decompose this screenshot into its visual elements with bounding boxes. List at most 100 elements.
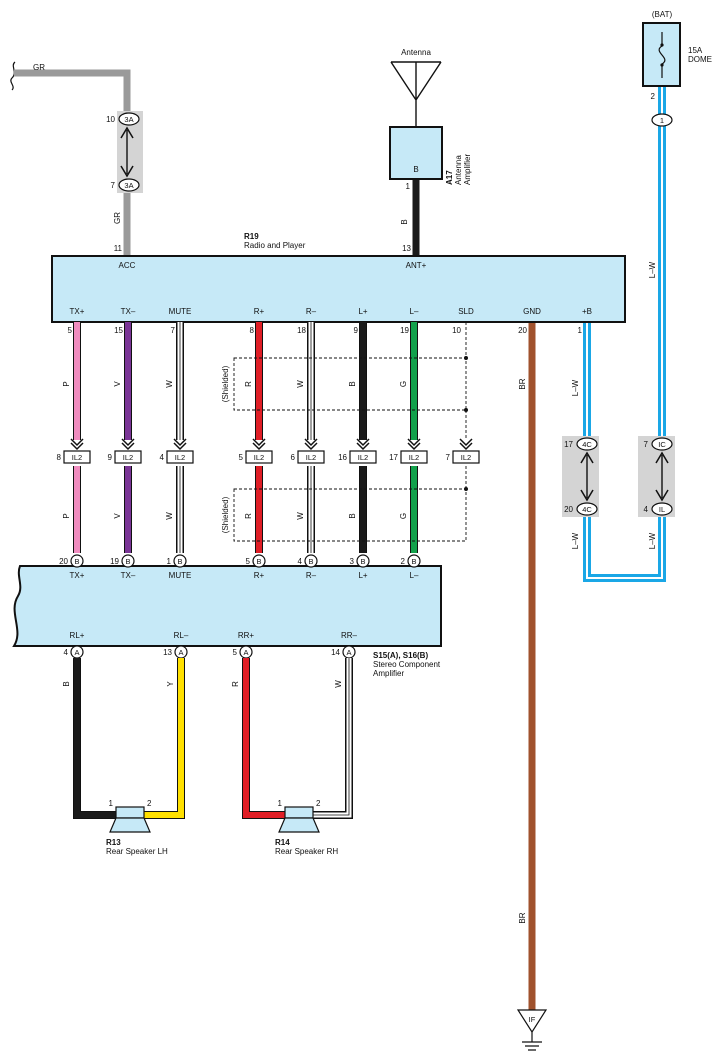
il2-connector <box>63 450 91 464</box>
wire-color-label-lower: B <box>348 513 357 518</box>
amp-top-pin-label: L+ <box>358 571 367 580</box>
amp-top-connector <box>304 554 318 568</box>
shielded-label-lower: (Shielded) <box>221 496 230 533</box>
amplifier-code: S15(A), S16(B) <box>373 651 428 660</box>
amp-top-connector-label: B <box>256 557 261 566</box>
radio-code: R19 <box>244 232 259 241</box>
il2-pin-num: 17 <box>389 453 398 462</box>
speaker-pin1: 1 <box>278 799 283 808</box>
speaker-wire-color-label: Y <box>166 681 175 687</box>
radio-top-pin-label: ANT+ <box>406 261 427 270</box>
il2-connector <box>400 450 428 464</box>
amp-top-pin-num: 19 <box>110 557 119 566</box>
amp-top-connector <box>173 554 187 568</box>
ground-icon <box>522 1032 542 1051</box>
antenna-amp-code: A17 <box>445 170 454 185</box>
fuse-dot-top <box>660 43 664 47</box>
ground-wire: BR BR IF <box>516 322 548 1051</box>
amp-top-connector <box>70 554 84 568</box>
amplifier-name2: Amplifier <box>373 669 404 678</box>
amp-top-connector-label: B <box>360 557 365 566</box>
junction-ic-bottom-pin: 4 <box>644 505 649 514</box>
amp-bottom-pin-num: 5 <box>233 648 238 657</box>
wire-color-label-upper: W <box>296 380 305 388</box>
antenna-amp-name1: Antenna <box>454 155 463 185</box>
speaker-wire-plus-outline <box>242 658 285 819</box>
speaker-wire-color-label: R <box>231 681 240 687</box>
il2-connector-label: IL2 <box>306 453 316 462</box>
connector-arrow-icon <box>459 438 473 451</box>
amp-bottom-pin-label: RR+ <box>238 631 255 640</box>
il2-connector <box>452 450 480 464</box>
junction-4c-top: 4C <box>582 440 592 449</box>
amp-bottom-connector-label: A <box>243 648 248 657</box>
amp-bottom-connector-label: A <box>178 648 183 657</box>
connector-arrow-icon <box>121 438 135 451</box>
fuse-pin: 2 <box>651 92 656 101</box>
antenna-wire-label: B <box>400 219 409 224</box>
gr-wire-break-icon <box>10 61 16 91</box>
amp-top-pin-num: 2 <box>401 557 406 566</box>
radio-bottom-pin-label: +B <box>582 307 592 316</box>
amp-top-pin-num: 4 <box>298 557 303 566</box>
br-label-top: BR <box>518 378 527 389</box>
junction-ic-top-pin: 7 <box>644 440 649 449</box>
il2-pin-num: 4 <box>160 453 165 462</box>
lw-label-bot-left: L–W <box>571 532 580 549</box>
amp-top-pin-num: 5 <box>246 557 251 566</box>
amp-top-connector-label: B <box>177 557 182 566</box>
speaker-code: R14 <box>275 838 290 847</box>
il2-connector <box>297 450 325 464</box>
amp-bottom-pin-num: 4 <box>64 648 69 657</box>
radio-bottom-pin-label: MUTE <box>169 307 192 316</box>
il2-connector-label: IL2 <box>123 453 133 462</box>
speaker-cone-icon <box>278 817 320 833</box>
junction-ic-arrow-up <box>655 451 669 464</box>
wire-color-label-upper: G <box>399 381 408 387</box>
radio-name: Radio and Player <box>244 241 306 250</box>
speaker-name: Rear Speaker LH <box>106 847 168 856</box>
lw-label-bot-right: L–W <box>648 532 657 549</box>
radio-bottom-pin-label: GND <box>523 307 541 316</box>
connector-arrow-icon <box>304 438 318 451</box>
antenna-amp-name2: Amplifier <box>463 154 472 185</box>
radio-bottom-pin-label: SLD <box>458 307 474 316</box>
antenna-amp-pin: 1 <box>406 182 411 191</box>
speaker-cone-icon <box>109 817 151 833</box>
il2-connector <box>245 450 273 464</box>
amplifier-box <box>12 565 442 647</box>
radio-bottom-pin-num: 8 <box>250 326 255 335</box>
il2-pin-num: 16 <box>338 453 347 462</box>
connector-arrow-icon <box>407 438 421 451</box>
junction-3a-top-oval <box>118 112 140 126</box>
amp-top-connector <box>407 554 421 568</box>
junction-3a-arrow-down <box>120 165 134 178</box>
radio-top-pin-label: ACC <box>119 261 136 270</box>
speaker-body-icon <box>115 806 145 819</box>
radio-bottom-pin-num: 15 <box>114 326 123 335</box>
speaker-wire-minus-outline <box>144 658 185 819</box>
junction-4c-top-pin: 17 <box>564 440 573 449</box>
il2-pin-num: 6 <box>291 453 296 462</box>
wire-color-label-upper: P <box>62 381 71 386</box>
junction-3a-top-pin: 10 <box>106 115 115 124</box>
shielded-label-upper: (Shielded) <box>221 365 230 402</box>
amp-top-connector-label: B <box>411 557 416 566</box>
amp-top-connector <box>252 554 266 568</box>
junction-ic-top: IC <box>658 440 666 449</box>
lw-label-mid-left: L–W <box>571 379 580 396</box>
junction-4c-bottom-oval <box>576 502 598 516</box>
shield-dot-1 <box>464 356 468 360</box>
speaker-wire-minus-outline <box>313 658 353 819</box>
il2-connector-label: IL2 <box>358 453 368 462</box>
radio-bottom-pin-num: 18 <box>297 326 306 335</box>
ground-label: IF <box>529 1015 536 1024</box>
radio-bottom-pin-num: 9 <box>354 326 359 335</box>
gr-wire-label: GR <box>113 212 122 224</box>
speaker-wire-color-label: W <box>334 680 343 688</box>
wire-color-label-lower: P <box>62 513 71 518</box>
junction-3a-arrow-up <box>120 126 134 139</box>
